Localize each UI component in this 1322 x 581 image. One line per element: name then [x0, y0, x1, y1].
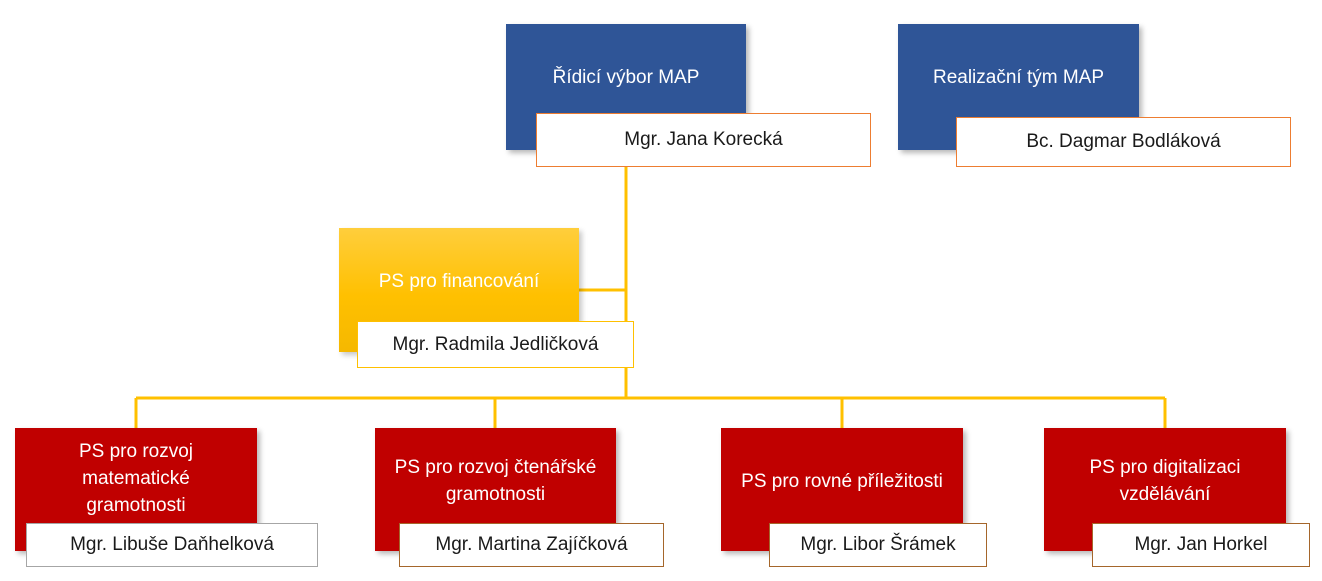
implementation-team-title: Realizační tým MAP — [932, 67, 1105, 88]
finance-group-title: PS pro financování — [378, 271, 540, 292]
steering-committee-person: Mgr. Jana Korecká — [536, 113, 871, 167]
group-digitalization-person: Mgr. Jan Horkel — [1092, 523, 1310, 567]
group-math-literacy-title: PS pro rozvoj matematické gramotnosti — [78, 441, 194, 516]
group-equal-opportunities-title: PS pro rovné příležitosti — [741, 471, 943, 492]
group-reading-literacy-person: Mgr. Martina Zajíčková — [399, 523, 664, 567]
steering-committee-title: Řídicí výbor MAP — [552, 67, 700, 88]
group-equal-opportunities-person: Mgr. Libor Šrámek — [769, 523, 987, 567]
group-math-literacy-person: Mgr. Libuše Daňhelková — [26, 523, 318, 567]
group-reading-literacy-title: PS pro rozvoj čtenářské gramotnosti — [394, 457, 597, 505]
finance-group-person: Mgr. Radmila Jedličková — [357, 321, 634, 368]
group-digitalization-title: PS pro digitalizaci vzdělávání — [1089, 457, 1241, 505]
implementation-team-person: Bc. Dagmar Bodláková — [956, 117, 1291, 167]
